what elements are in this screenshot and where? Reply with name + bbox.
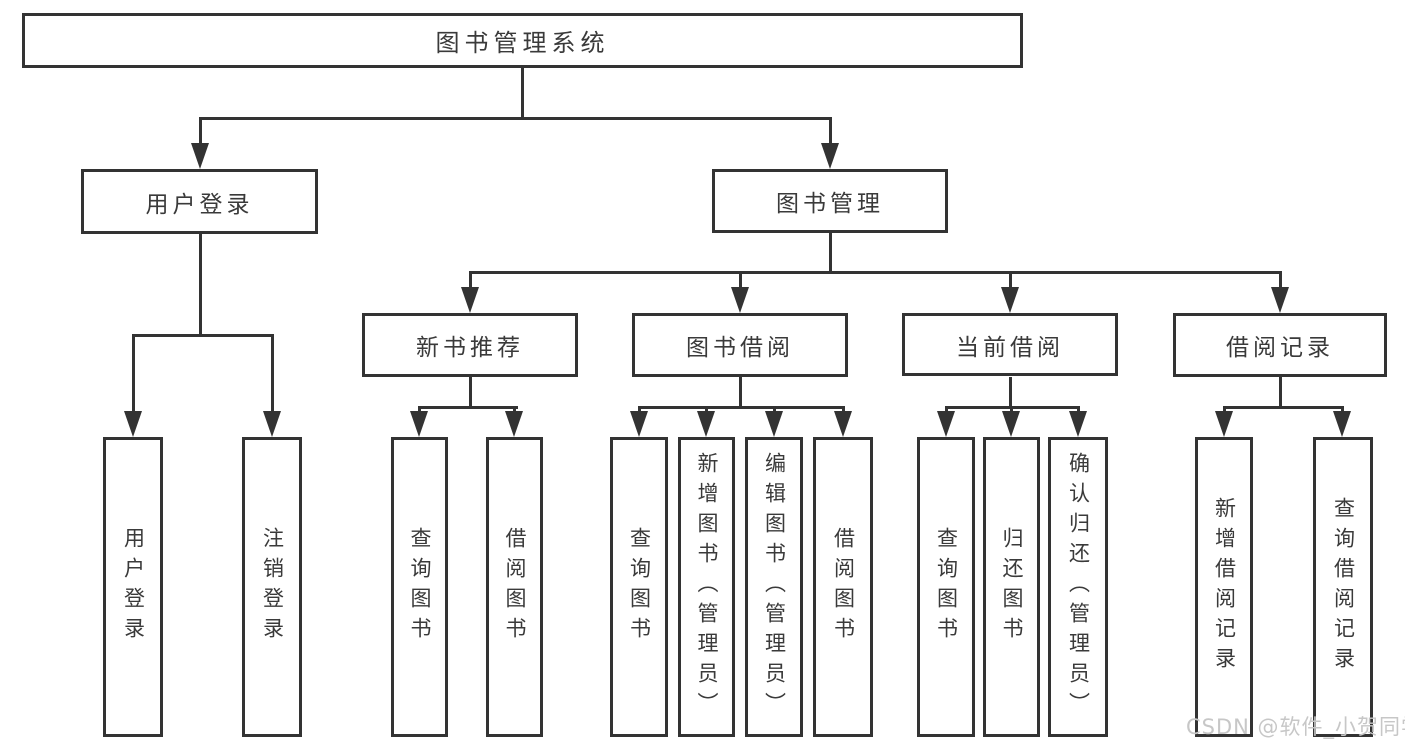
connector-line — [271, 334, 274, 414]
leaf-return-book-label: 归还图书 — [1000, 527, 1024, 647]
connector-line — [199, 234, 202, 336]
node-borrow-record-label: 借阅记录 — [1226, 335, 1334, 361]
arrowhead-down — [630, 411, 648, 437]
leaf-logout: 注销登录 — [242, 437, 302, 737]
arrowhead-down — [124, 411, 142, 437]
connector-line — [418, 406, 518, 409]
leaf-newrec-query-book: 查询图书 — [391, 437, 448, 737]
node-book-borrow-label: 图书借阅 — [686, 335, 794, 361]
csdn-watermark: CSDN @软件_小贺同学 — [1186, 715, 1405, 739]
leaf-edit-book-admin-label: 编辑图书（管理员） — [762, 452, 787, 722]
arrowhead-down — [461, 287, 479, 313]
connector-line — [469, 377, 472, 409]
leaf-add-book-admin-label: 新增图书（管理员） — [695, 452, 719, 722]
arrowhead-down — [191, 143, 209, 169]
arrowhead-down — [263, 411, 281, 437]
node-book-borrow: 图书借阅 — [632, 313, 848, 377]
node-book-management-label: 图书管理 — [776, 191, 884, 217]
leaf-borrow-query-book-label: 查询图书 — [627, 527, 652, 647]
leaf-add-borrow-record: 新增借阅记录 — [1195, 437, 1253, 737]
connector-line — [1223, 406, 1226, 415]
connector-line — [469, 271, 1282, 274]
arrowhead-down — [1002, 411, 1020, 437]
connector-line — [469, 271, 472, 291]
arrowhead-down — [1271, 287, 1289, 313]
connector-line — [199, 117, 832, 120]
leaf-add-borrow-record-label: 新增借阅记录 — [1212, 497, 1237, 677]
connector-line — [132, 334, 274, 337]
leaf-borrow-query-book: 查询图书 — [610, 437, 668, 737]
connector-line — [705, 406, 708, 415]
connector-line — [1223, 406, 1344, 409]
node-root: 图书管理系统 — [22, 13, 1023, 68]
node-borrow-record: 借阅记录 — [1173, 313, 1387, 377]
leaf-confirm-return-admin-label: 确认归还（管理员） — [1066, 452, 1091, 722]
connector-line — [1077, 406, 1080, 415]
node-user-login-label: 用户登录 — [145, 191, 254, 218]
connector-line — [1279, 377, 1282, 409]
connector-line — [199, 117, 202, 145]
connector-line — [739, 271, 742, 291]
leaf-query-borrow-record: 查询借阅记录 — [1313, 437, 1373, 737]
leaf-borrow-borrow-book-label: 借阅图书 — [831, 527, 856, 647]
connector-line — [1279, 271, 1282, 291]
node-new-book-recommend-label: 新书推荐 — [416, 335, 524, 361]
connector-line — [638, 406, 845, 409]
connector-line — [842, 406, 845, 415]
connector-line — [638, 406, 641, 415]
leaf-user-login-label: 用户登录 — [121, 527, 146, 647]
connector-line — [1009, 377, 1012, 409]
leaf-borrow-borrow-book: 借阅图书 — [813, 437, 873, 737]
arrowhead-down — [765, 411, 783, 437]
connector-line — [1341, 406, 1344, 415]
leaf-add-book-admin: 新增图书（管理员） — [678, 437, 735, 737]
connector-line — [945, 406, 948, 415]
leaf-newrec-query-book-label: 查询图书 — [408, 527, 432, 647]
leaf-newrec-borrow-book-label: 借阅图书 — [503, 527, 527, 647]
leaf-query-borrow-record-label: 查询借阅记录 — [1331, 497, 1356, 677]
leaf-logout-label: 注销登录 — [260, 527, 285, 647]
connector-line — [829, 233, 832, 274]
leaf-current-query-book-label: 查询图书 — [934, 527, 959, 647]
leaf-current-query-book: 查询图书 — [917, 437, 975, 737]
node-current-borrow-label: 当前借阅 — [956, 334, 1064, 361]
leaf-return-book: 归还图书 — [983, 437, 1040, 737]
connector-line — [1009, 271, 1012, 291]
node-new-book-recommend: 新书推荐 — [362, 313, 578, 377]
arrowhead-down — [1215, 411, 1233, 437]
connector-line — [773, 406, 776, 415]
connector-line — [132, 334, 135, 414]
arrowhead-down — [1001, 287, 1019, 313]
connector-line — [1010, 406, 1013, 415]
arrowhead-down — [1333, 411, 1351, 437]
arrowhead-down — [937, 411, 955, 437]
connector-line — [521, 68, 524, 118]
node-book-management: 图书管理 — [712, 169, 948, 233]
connector-line — [513, 406, 516, 415]
connector-line — [829, 117, 832, 145]
node-root-label: 图书管理系统 — [435, 29, 610, 57]
arrowhead-down — [834, 411, 852, 437]
arrowhead-down — [821, 143, 839, 169]
leaf-edit-book-admin: 编辑图书（管理员） — [745, 437, 803, 737]
leaf-newrec-borrow-book: 借阅图书 — [486, 437, 543, 737]
arrowhead-down — [505, 411, 523, 437]
connector-line — [418, 406, 421, 415]
connector-line — [739, 377, 742, 409]
node-current-borrow: 当前借阅 — [902, 313, 1118, 376]
arrowhead-down — [697, 411, 715, 437]
leaf-confirm-return-admin: 确认归还（管理员） — [1048, 437, 1108, 737]
leaf-user-login: 用户登录 — [103, 437, 163, 737]
arrowhead-down — [410, 411, 428, 437]
node-user-login: 用户登录 — [81, 169, 318, 234]
arrowhead-down — [1069, 411, 1087, 437]
arrowhead-down — [731, 287, 749, 313]
